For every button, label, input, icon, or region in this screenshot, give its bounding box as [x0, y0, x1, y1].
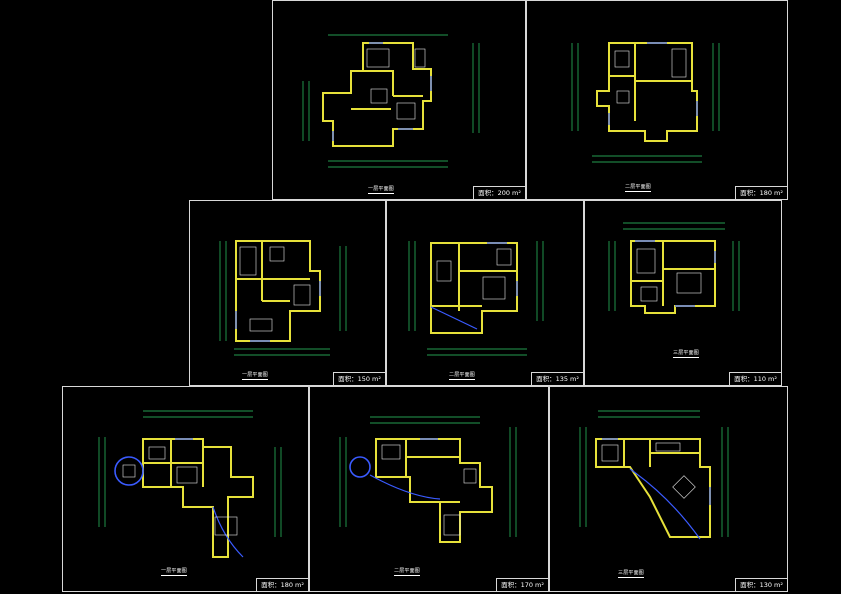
floor-plan-drawing [571, 42, 720, 163]
area-label: 面积：180 m² [256, 578, 308, 591]
sheet-title: 二层平面图 [449, 372, 476, 380]
drawing-sheet-7: 二层平面图 面积：170 m² [309, 386, 549, 592]
drawing-sheet-5: 三层平面图 面积：110 m² [584, 200, 782, 386]
round-room-outline [114, 456, 144, 486]
floor-plan-drawing [302, 34, 480, 168]
sheet-title: 二层平面图 [625, 184, 652, 192]
floor-plan-drawing [579, 410, 729, 540]
drawing-sheet-6: 一层平面图 面积：180 m² [62, 386, 309, 592]
area-label: 面积：170 m² [496, 578, 548, 591]
sheet-title: 二层平面图 [394, 568, 421, 576]
sheet-title: 一层平面图 [242, 372, 269, 380]
sheet-title: 三层平面图 [618, 570, 645, 578]
floor-plan-drawing [219, 240, 347, 356]
round-room-outline [349, 456, 371, 478]
drawing-sheet-2: 二层平面图 面积：180 m² [526, 0, 788, 200]
area-label: 面积：200 m² [473, 186, 525, 199]
area-label: 面积：130 m² [735, 578, 787, 591]
drawing-sheet-1: 一层平面图 面积：200 m² [272, 0, 526, 200]
floor-plan-drawing [98, 410, 282, 558]
area-label: 面积：135 m² [531, 372, 583, 385]
sheet-title: 一层平面图 [368, 186, 395, 194]
sheet-title: 一层平面图 [161, 568, 188, 576]
drawing-sheet-8: 三层平面图 面积：130 m² [549, 386, 788, 592]
sheet-title: 三层平面图 [673, 350, 700, 358]
floor-plan-drawing [408, 241, 544, 356]
drawing-sheet-4: 二层平面图 面积：135 m² [386, 200, 584, 386]
floor-plan-drawing [608, 222, 740, 314]
drawing-sheet-3: 一层平面图 面积：150 m² [189, 200, 386, 386]
area-label: 面积：150 m² [333, 372, 385, 385]
area-label: 面积：110 m² [729, 372, 781, 385]
floor-plan-drawing [339, 416, 517, 543]
area-label: 面积：180 m² [735, 186, 787, 199]
